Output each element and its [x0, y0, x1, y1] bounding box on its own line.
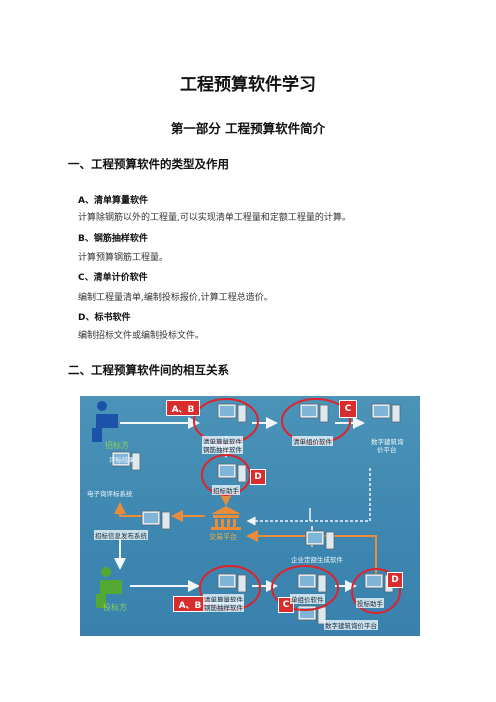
badge-ab-bottom: A、B: [173, 596, 207, 612]
pingbiao-label: 评标结果: [109, 456, 135, 464]
badge-c-top: C: [339, 400, 357, 418]
item-c-desc: 编制工程量清单,编制投标报价,计算工程总造价。: [78, 293, 273, 303]
qingdan-suanliang-2-label: 清单算量软件: [203, 594, 244, 604]
item-d-label: D、标书软件: [78, 313, 131, 323]
part-title: 第一部分 工程预算软件简介: [170, 121, 326, 136]
item-a-label: A、清单算量软件: [78, 196, 148, 206]
section2-heading: 二、工程预算软件间的相互关系: [68, 363, 229, 377]
item-b-label: B、钢筋抽样软件: [78, 234, 148, 244]
arrow-right-back: [246, 468, 371, 526]
bank-building-icon: [211, 506, 241, 530]
zhaobiaofang-label: 招标方: [105, 441, 129, 450]
arrow-bottom-up: [246, 530, 377, 574]
toubiaofang-label: 投标方: [103, 603, 127, 612]
qiye-shiji-label: 企业定额生成软件: [291, 556, 343, 564]
page-title: 工程预算软件学习: [180, 75, 316, 95]
xinxi-fabu-label: 招标信息发布系统: [94, 530, 148, 540]
zhaobiao-zhushou-label: 招标助手: [212, 485, 240, 495]
toubiaofang-figure-icon: [96, 567, 122, 608]
qingdan-jijia-2-label: 单组价软件: [290, 594, 325, 604]
zhaobiaofang-figure-icon: [92, 401, 118, 442]
item-b-desc: 计算预算钢筋工程量。: [78, 253, 169, 263]
software-relationship-diagram: A、B C D A、B C D 招标方 评标结果 电子询评标系统 清单算量软件 …: [80, 396, 420, 636]
item-a-desc: 计算除钢筋以外的工程量,可以实现清单工程量和定额工程量的计算。: [78, 213, 351, 223]
gangjin-2-label: 钢筋抽样软件: [203, 602, 244, 612]
item-c-label: C、清单计价软件: [78, 273, 148, 283]
toubiao-zhushou-label: 投标助手: [356, 598, 384, 608]
qingdan-suanliang-1-label: 清单算量软件: [202, 436, 243, 446]
shuzi-jianzhu-1b-label: 价平台: [377, 446, 397, 454]
item-d-desc: 编制招标文件或编制投标文件。: [78, 331, 205, 341]
arrow-left-up: [114, 502, 142, 517]
badge-ab-top: A、B: [166, 400, 200, 416]
highlight-ellipse-d-bottom: [351, 568, 401, 614]
qingdan-jijia-1-label: 清单组价软件: [292, 436, 333, 446]
diagram-graphics: [92, 398, 401, 625]
section1-heading: 一、工程预算软件的类型及作用: [68, 157, 229, 171]
badge-d-bottom: D: [387, 572, 403, 588]
shuzi-jianzhu-2-label: 数字建筑询价平台: [324, 620, 378, 630]
gangjin-1-label: 钢筋抽样软件: [202, 444, 243, 454]
dianzi-pingbiao-label: 电子询评标系统: [87, 490, 133, 498]
shuzi-jianzhu-1a-label: 数字建筑询: [371, 438, 404, 446]
badge-d-top: D: [250, 469, 266, 485]
jiaoyi-pingtai-label: 交易平台: [209, 533, 237, 541]
highlight-ellipse-c-bottom: [271, 565, 339, 611]
